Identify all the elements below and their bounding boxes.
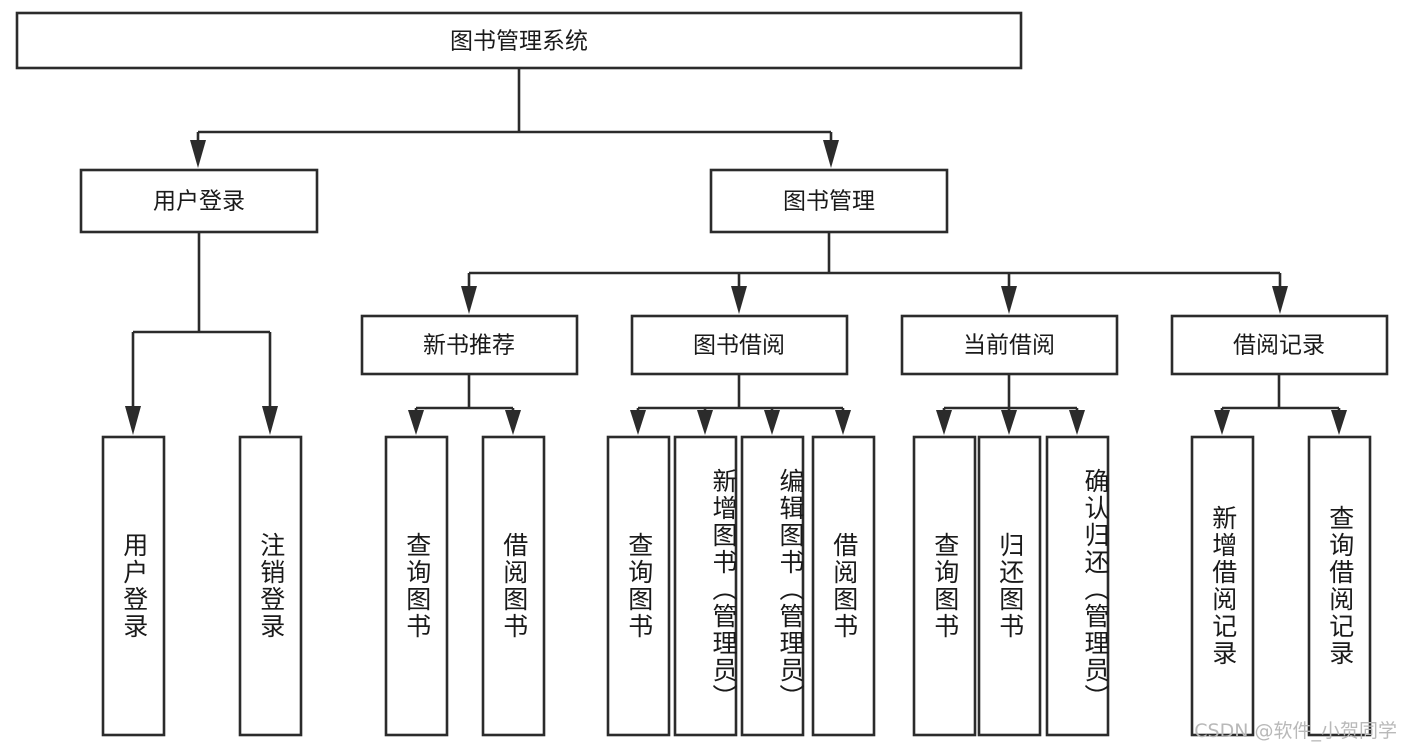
node-user-login-label: 用户登录: [153, 189, 245, 215]
leaf-box-logout[interactable]: [238, 435, 303, 737]
node-root-label: 图书管理系统: [450, 29, 588, 55]
node-new-book-recommend-box[interactable]: [360, 314, 579, 376]
arrow-head-icon: [835, 410, 851, 435]
leaf-label-query-borrow-record: 查询借阅记录: [1325, 505, 1355, 667]
leaf-label-query-book-3: 查询图书: [930, 532, 960, 640]
leaf-box-query-book-1[interactable]: [384, 435, 449, 737]
leaf-label-add-borrow-record: 新增借阅记录: [1208, 505, 1238, 667]
leaf-label-query-book-2: 查询图书: [624, 532, 654, 640]
leaf-box-confirm-return-admin[interactable]: [1045, 435, 1110, 737]
arrow-head-icon: [823, 140, 839, 168]
leaf-label-borrow-book-2: 借阅图书: [829, 532, 859, 640]
arrow-head-icon: [125, 406, 141, 435]
node-current-borrow[interactable]: 当前借阅: [900, 314, 1119, 376]
leaf-label-borrow-book-1: 借阅图书: [499, 532, 529, 640]
leaf-box-add-book-admin[interactable]: [673, 435, 738, 737]
arrow-head-icon: [1069, 410, 1085, 435]
leaf-box-edit-book-admin[interactable]: [740, 435, 805, 737]
node-book-management-label: 图书管理: [783, 189, 875, 215]
node-root-box[interactable]: [15, 11, 1023, 70]
node-current-borrow-box[interactable]: [900, 314, 1119, 376]
connector-root-to-level2: [190, 68, 839, 168]
arrow-head-icon: [936, 410, 952, 435]
connector-new-book-to-leaves: [408, 374, 521, 435]
leaf-label-user-login: 用户登录: [119, 532, 149, 640]
leaf-label-edit-book-admin: 编辑图书（管理员）: [776, 467, 805, 711]
arrow-head-icon: [1214, 410, 1230, 435]
leaf-box-borrow-book-2[interactable]: [811, 435, 876, 737]
leaf-box-return-book[interactable]: [977, 435, 1042, 737]
node-new-book-recommend-label: 新书推荐: [423, 333, 515, 359]
arrow-head-icon: [731, 286, 747, 314]
arrow-head-icon: [630, 410, 646, 435]
arrow-head-icon: [1272, 286, 1288, 314]
node-user-login[interactable]: 用户登录: [79, 168, 319, 234]
arrow-head-icon: [262, 406, 278, 435]
arrow-head-icon: [461, 286, 477, 314]
arrow-head-icon: [1001, 410, 1017, 435]
connector-user-login-to-leaves: [125, 232, 278, 435]
leaf-label-confirm-return-admin: 确认归还（管理员）: [1081, 467, 1110, 711]
leaf-label-query-book-1: 查询图书: [402, 532, 432, 640]
connector-current-borrow-to-leaves: [936, 374, 1085, 435]
arrow-head-icon: [697, 410, 713, 435]
arrow-head-icon: [408, 410, 424, 435]
leaf-box-query-book-3[interactable]: [912, 435, 977, 737]
leaf-label-add-book-admin: 新增图书（管理员）: [709, 467, 738, 711]
node-book-borrow-label: 图书借阅: [693, 333, 785, 359]
leaf-box-borrow-book-1[interactable]: [481, 435, 546, 737]
leaf-label-logout: 注销登录: [256, 532, 286, 640]
node-new-book-recommend[interactable]: 新书推荐: [360, 314, 579, 376]
node-borrow-record[interactable]: 借阅记录: [1170, 314, 1389, 376]
arrow-head-icon: [1001, 286, 1017, 314]
leaf-box-add-borrow-record[interactable]: [1190, 435, 1255, 737]
leaf-box-user-login[interactable]: [101, 435, 166, 737]
arrow-head-icon: [764, 410, 780, 435]
arrow-head-icon: [505, 410, 521, 435]
arrow-head-icon: [190, 140, 206, 168]
leaf-label-return-book: 归还图书: [995, 532, 1025, 640]
node-current-borrow-label: 当前借阅: [963, 333, 1055, 359]
node-book-borrow-box[interactable]: [630, 314, 849, 376]
connector-borrow-record-to-leaves: [1214, 374, 1347, 435]
leaf-box-query-book-2[interactable]: [606, 435, 671, 737]
node-book-management[interactable]: 图书管理: [709, 168, 949, 234]
node-root[interactable]: 图书管理系统: [15, 11, 1023, 70]
connector-book-management-to-level3: [461, 232, 1288, 314]
watermark-text: CSDN @软件_小贺同学: [1194, 720, 1397, 742]
arrow-head-icon: [1331, 410, 1347, 435]
node-book-borrow[interactable]: 图书借阅: [630, 314, 849, 376]
leaf-box-query-borrow-record[interactable]: [1307, 435, 1372, 737]
node-borrow-record-label: 借阅记录: [1233, 333, 1325, 359]
connector-book-borrow-to-leaves: [630, 374, 851, 435]
